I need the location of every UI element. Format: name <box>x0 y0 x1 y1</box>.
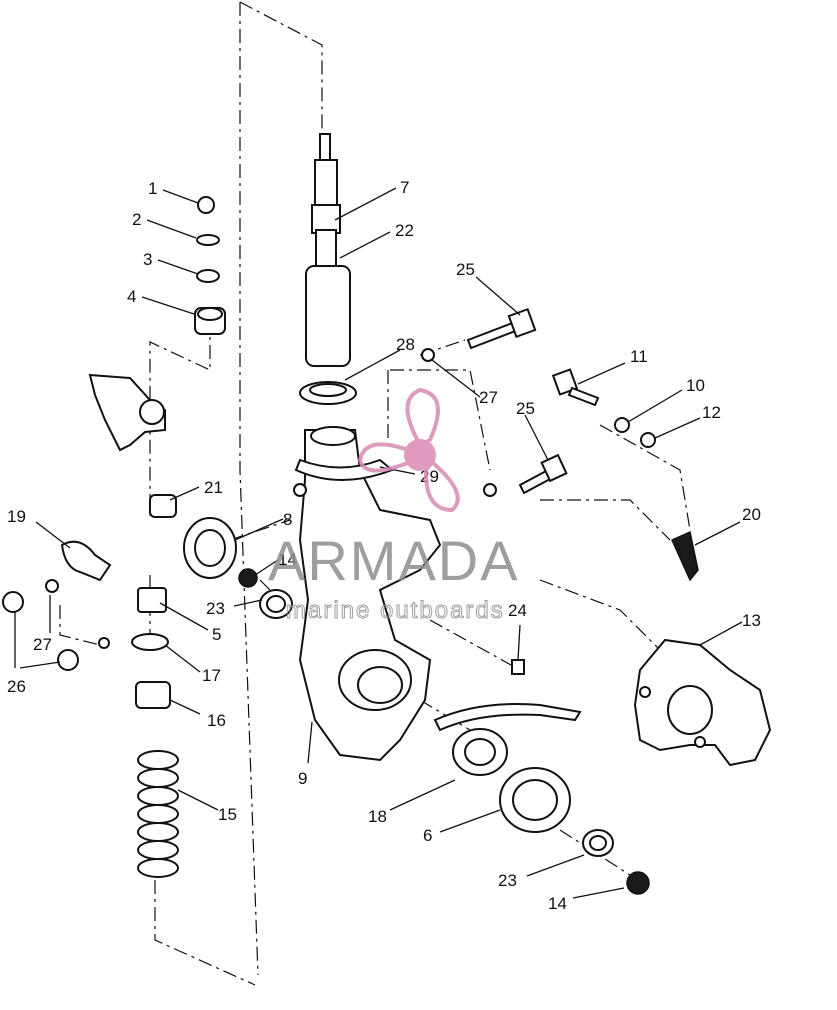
swivel-bracket <box>293 426 442 762</box>
watermark-brand: ARMADA <box>268 529 520 592</box>
clip-19 <box>60 540 112 582</box>
fitting-24 <box>511 659 525 675</box>
callout-20: 20 <box>742 505 761 524</box>
mount-bracket <box>88 373 166 452</box>
callout-3: 3 <box>143 250 152 269</box>
leader-lines <box>14 187 743 899</box>
cable <box>433 703 582 732</box>
hardware-stack-upper <box>194 196 226 335</box>
callout-2: 2 <box>132 210 141 229</box>
callout-26: 26 <box>7 677 26 696</box>
callout-11: 11 <box>630 347 648 366</box>
callout-4: 4 <box>127 287 136 306</box>
housing-13 <box>633 638 772 767</box>
callout-1: 1 <box>148 179 157 198</box>
watermark: ARMADA marine outboards <box>268 387 520 625</box>
callout-25-lower: 25 <box>516 399 535 418</box>
callout-10: 10 <box>686 376 705 395</box>
washer-27-right <box>483 483 497 497</box>
callout-16: 16 <box>207 711 226 730</box>
callout-7: 7 <box>400 178 409 197</box>
callout-14-lower: 14 <box>548 894 567 913</box>
callout-15: 15 <box>218 805 237 824</box>
bushing-16 <box>135 681 171 709</box>
fitting-21 <box>149 494 177 518</box>
callout-18: 18 <box>368 807 387 826</box>
callout-17: 17 <box>202 666 221 685</box>
washer-12 <box>640 432 656 448</box>
washer-27-left <box>45 579 59 593</box>
wedge-20 <box>671 530 699 582</box>
callout-5: 5 <box>212 625 221 644</box>
callout-27-left: 27 <box>33 635 52 654</box>
callout-28: 28 <box>396 335 415 354</box>
fitting-5 <box>137 587 167 613</box>
parts <box>2 133 772 895</box>
bolt-25-lower <box>518 453 568 495</box>
spring-15 <box>137 750 179 878</box>
callout-12: 12 <box>702 403 721 422</box>
callout-8: 8 <box>283 510 292 529</box>
steering-shaft <box>305 133 351 367</box>
callout-13: 13 <box>742 611 761 630</box>
armada-propeller-logo <box>357 387 460 513</box>
washer-17 <box>131 633 169 651</box>
callout-19: 19 <box>7 507 26 526</box>
callout-labels: 1 2 3 4 5 6 7 8 9 10 11 12 13 14 14 15 1… <box>7 178 761 913</box>
watermark-tagline: marine outboards <box>286 597 505 624</box>
bolt-11 <box>551 368 600 407</box>
callout-23-upper: 23 <box>206 599 225 618</box>
callout-14-upper: 14 <box>278 550 297 569</box>
nut-26-lower <box>57 649 79 671</box>
callout-9: 9 <box>298 769 307 788</box>
callout-24: 24 <box>508 601 527 620</box>
callout-21: 21 <box>204 478 223 497</box>
callout-23-lower: 23 <box>498 871 517 890</box>
bolt-25-upper <box>466 307 537 350</box>
nut-14-upper <box>238 568 258 588</box>
callout-6: 6 <box>423 826 432 845</box>
nut-14-lower <box>626 871 650 895</box>
nut-26-upper <box>2 591 24 613</box>
callout-27-right: 27 <box>479 388 498 407</box>
callout-22: 22 <box>395 221 414 240</box>
washer-10 <box>614 417 630 433</box>
callout-25-upper: 25 <box>456 260 475 279</box>
